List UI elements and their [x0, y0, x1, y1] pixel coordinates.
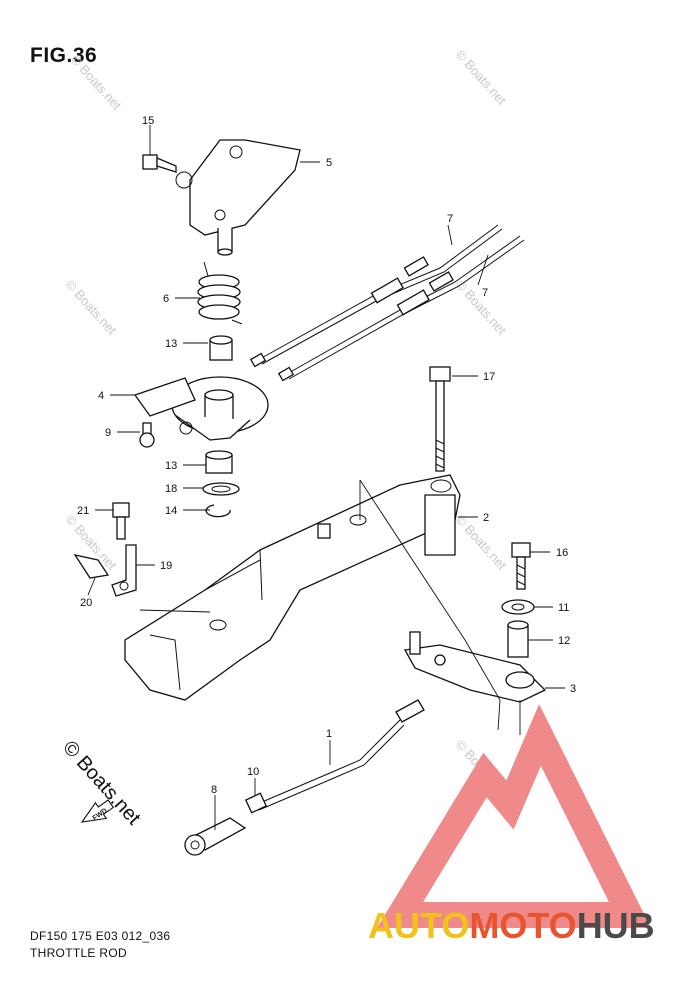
callouts: 15 5 7 7 6 13 17 4 9 13 18 14 2 21 16 19… [77, 115, 576, 796]
leader-lines [87, 125, 565, 830]
washer-part-18 [202, 482, 240, 496]
bolt-part-17 [429, 366, 451, 472]
brand-auto: AUTO [368, 905, 470, 946]
cables-part-7 [249, 224, 525, 382]
footer-code: DF150 175 E03 012_036 [30, 929, 171, 943]
callout-18: 18 [165, 483, 177, 495]
callout-12: 12 [558, 635, 570, 647]
callout-4: 4 [98, 390, 104, 402]
clamp-part-19 [111, 544, 137, 597]
watermark-1: © Boats.net [453, 47, 510, 108]
bracket-part-2 [124, 474, 461, 701]
nut-part-10 [244, 792, 268, 814]
bolt-part-16 [511, 542, 531, 590]
rod-part-1 [254, 699, 425, 811]
callout-16: 16 [556, 547, 568, 559]
callout-7-upper: 7 [447, 213, 453, 225]
footer-name: THROTTLE ROD [30, 946, 127, 960]
callout-17: 17 [483, 371, 495, 383]
callout-8: 8 [211, 784, 217, 796]
spring-part-6 [197, 261, 243, 325]
callout-2: 2 [483, 512, 489, 524]
callout-11: 11 [558, 602, 569, 614]
washer-part-11 [501, 599, 535, 615]
clip-part-20 [73, 554, 110, 579]
callout-3: 3 [570, 683, 576, 695]
lever-part-3 [403, 631, 547, 703]
bolt-part-21 [112, 502, 130, 540]
callout-6: 6 [163, 293, 169, 305]
watermark-2: © Boats.net [68, 52, 125, 113]
brand-logo-triangle [376, 704, 652, 928]
watermark-3: © Boats.net [63, 277, 120, 338]
callout-15: 15 [142, 115, 154, 127]
figure-title: FIG.36 [30, 44, 98, 67]
fwd-arrow-icon: FWD [80, 799, 115, 823]
watermark-6: © Boats.net [453, 512, 510, 573]
callout-7-lower: 7 [482, 287, 488, 299]
rod-end-part-8 [184, 817, 247, 856]
lever-part-4 [133, 376, 269, 441]
callout-14: 14 [165, 505, 177, 517]
callout-19: 19 [160, 560, 172, 572]
callout-9: 9 [105, 427, 111, 439]
clip-part-14 [205, 504, 231, 518]
brand-hub: HUB [576, 905, 655, 946]
pin-part-9 [139, 422, 155, 448]
callout-20: 20 [80, 597, 92, 609]
bushing-part-13-lower [205, 450, 233, 474]
bracket-part-5 [175, 139, 301, 256]
callout-13-upper: 13 [165, 338, 177, 350]
callout-5: 5 [326, 157, 332, 169]
brand-moto: MOTO [469, 905, 577, 946]
callout-13-lower: 13 [165, 460, 177, 472]
bolt-part-15 [142, 154, 177, 173]
callout-10: 10 [247, 766, 259, 778]
bushing-part-13-top [209, 335, 233, 361]
collar-part-12 [507, 620, 529, 658]
callout-1: 1 [326, 728, 332, 740]
callout-21: 21 [77, 505, 89, 517]
brand-wordmark: AUTOMOTOHUB [368, 905, 655, 947]
